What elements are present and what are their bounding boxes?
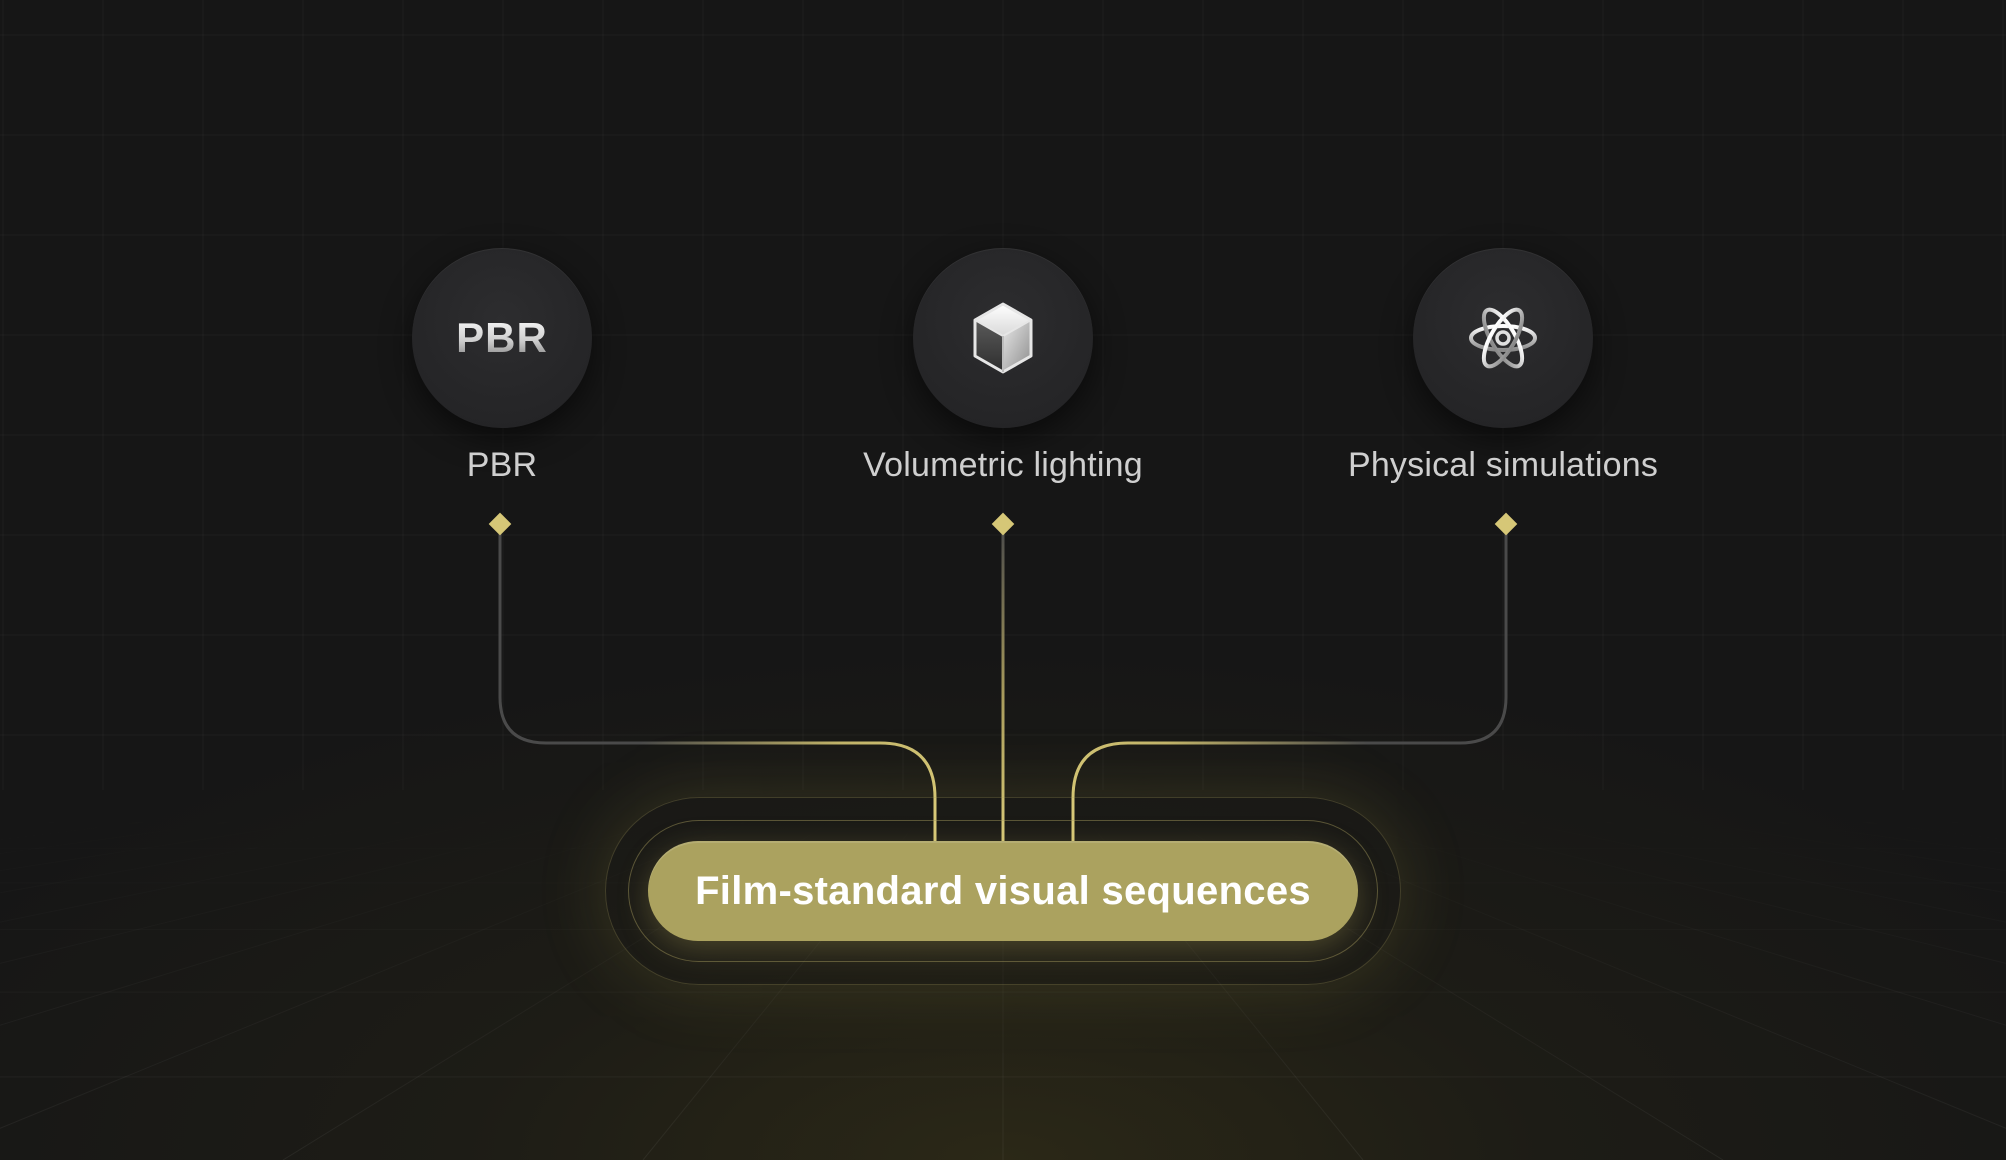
pbr-text-icon: PBR [456,314,548,361]
node-pbr: PBR PBR [202,248,802,485]
target-pill-group: Film-standard visual sequences [605,797,1401,985]
cube-icon [973,302,1033,374]
node-volumetric-lighting: Volumetric lighting [703,248,1303,485]
target-pill: Film-standard visual sequences [648,841,1358,941]
pbr-icon-circle: PBR [412,248,592,428]
pill-glow-ring-inner [628,820,1378,962]
connector-line-physical-simulations [1071,525,1508,842]
diamond-marker-pbr [488,512,512,536]
atom-icon-circle [1413,248,1593,428]
diamond-marker-physical-simulations [1494,512,1518,536]
node-label-pbr: PBR [466,446,538,484]
node-label-physical-simulations: Physical simulations [1347,446,1659,484]
diamond-marker-volumetric-lighting [991,512,1015,536]
pill-glow-ring-outer [605,797,1401,985]
connector-line-pbr [498,525,937,842]
cube-icon-circle [913,248,1093,428]
atom-icon [1469,307,1537,369]
node-physical-simulations: Physical simulations [1203,248,1803,485]
node-label-volumetric-lighting: Volumetric lighting [863,446,1143,484]
